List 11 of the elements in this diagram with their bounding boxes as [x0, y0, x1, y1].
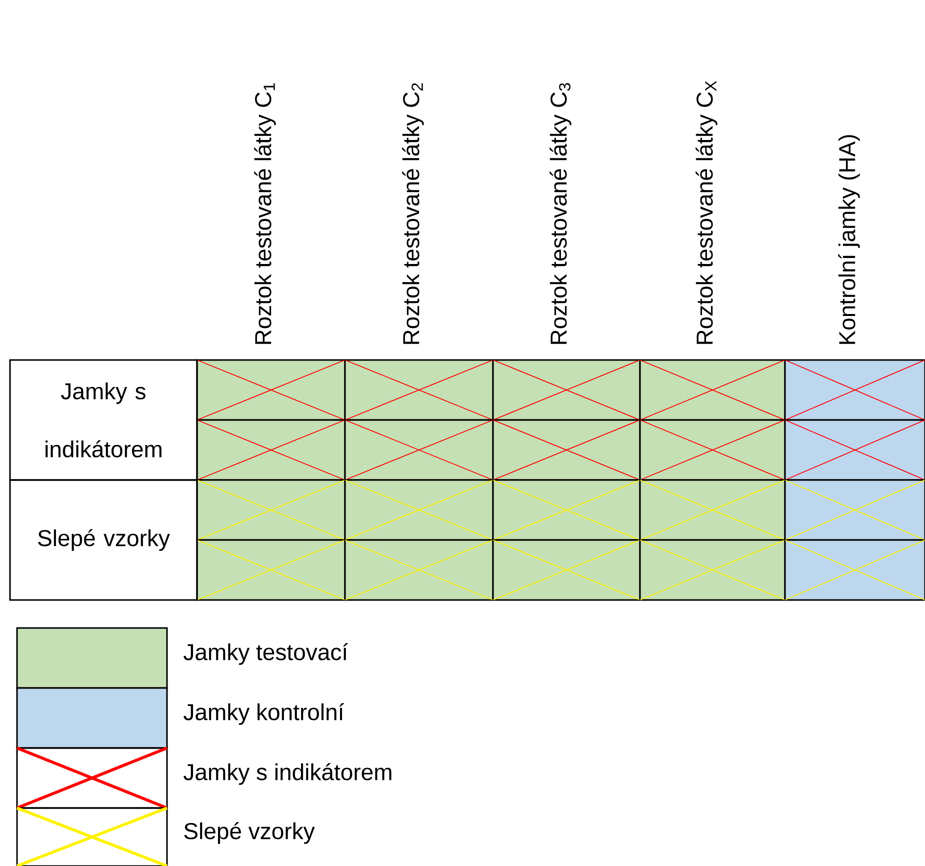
column-header: Roztok testované látky C$_{2}$ [402, 83, 424, 344]
column-header: Roztok testované látky C$_{3}$ [550, 83, 572, 344]
legend-label: Slepé vzorky [184, 822, 315, 844]
row-header: Jamky s indikátorem [9, 359, 198, 481]
column-header: Kontrolní jamky (HA) [838, 135, 860, 344]
legend-label: Jamky kontrolní [184, 703, 344, 725]
row-header: Slepé vzorky [9, 479, 198, 601]
column-header: Roztok testované látky C$_{X}$ [696, 81, 718, 344]
legend-label: Jamky s indikátorem [184, 763, 392, 785]
legend-label: Jamky testovací [184, 643, 348, 665]
column-header: Roztok testované látky C$_{1}$ [254, 83, 276, 344]
